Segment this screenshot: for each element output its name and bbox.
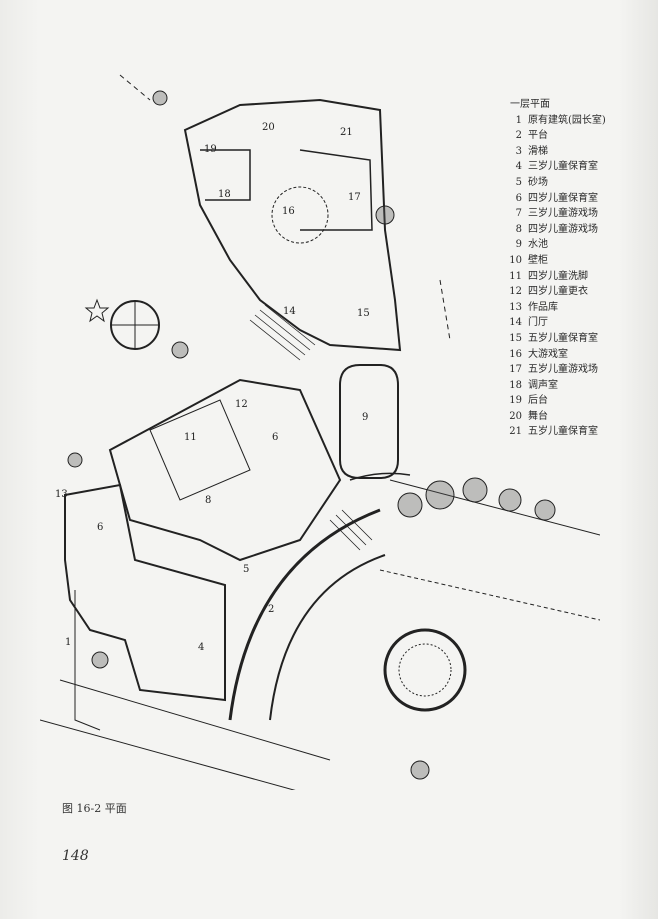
plan-label: 13 xyxy=(55,489,68,500)
legend-number: 6 xyxy=(515,192,522,204)
legend-item: 9 水池 xyxy=(508,237,606,253)
legend-item: 19 后台 xyxy=(508,393,606,409)
legend-number: 9 xyxy=(515,239,522,251)
legend-number: 17 xyxy=(509,364,522,376)
legend-number: 18 xyxy=(509,379,522,391)
legend-item: 4 三岁儿童保育室 xyxy=(508,159,606,175)
legend-label: 舞台 xyxy=(528,410,548,422)
legend-item: 21 五岁儿童保育室 xyxy=(508,424,606,440)
plan-label: 2 xyxy=(268,604,274,615)
curved-platform xyxy=(228,508,381,721)
legend-label: 五岁儿童保育室 xyxy=(528,332,598,344)
legend-label: 四岁儿童洗脚 xyxy=(528,270,588,282)
legend-label: 后台 xyxy=(528,395,548,407)
legend-item: 1 原有建筑(园长室) xyxy=(508,113,606,129)
legend-number: 21 xyxy=(509,426,522,438)
legend-label: 平台 xyxy=(528,130,548,142)
legend-number: 2 xyxy=(515,130,522,142)
legend-label: 壁柜 xyxy=(528,254,548,266)
plan-label: 19 xyxy=(204,144,217,155)
plan-label: 1 xyxy=(65,637,71,648)
plan-label: 18 xyxy=(218,189,231,200)
legend-number: 4 xyxy=(515,161,522,173)
plan-label: 11 xyxy=(184,432,197,443)
legend-item: 17 五岁儿童游戏场 xyxy=(508,362,606,378)
legend-label: 原有建筑(园长室) xyxy=(528,114,606,126)
legend-number: 19 xyxy=(509,395,522,407)
legend-item: 5 砂场 xyxy=(508,175,606,191)
legend-item: 7 三岁儿童游戏场 xyxy=(508,206,606,222)
legend-number: 11 xyxy=(509,270,522,282)
legend-item: 11 四岁儿童洗脚 xyxy=(508,269,606,285)
legend-label: 五岁儿童保育室 xyxy=(528,426,598,438)
lower-wing-outline xyxy=(64,483,226,702)
legend-item: 15 五岁儿童保育室 xyxy=(508,331,606,347)
pool xyxy=(339,364,399,479)
legend-item: 13 作品库 xyxy=(508,300,606,316)
legend-label: 四岁儿童更衣 xyxy=(528,286,588,298)
legend-label: 五岁儿童游戏场 xyxy=(528,364,598,376)
upper-wing-outline xyxy=(183,98,402,352)
legend-item: 8 四岁儿童游戏场 xyxy=(508,222,606,238)
legend-item: 10 壁柜 xyxy=(508,253,606,269)
legend-item: 12 四岁儿童更衣 xyxy=(508,284,606,300)
page-number: 148 xyxy=(62,848,89,864)
legend-item: 3 滑梯 xyxy=(508,144,606,160)
legend-item: 2 平台 xyxy=(508,128,606,144)
figure-caption: 图 16-2 平面 xyxy=(62,802,127,815)
plan-label: 6 xyxy=(97,522,103,533)
legend-number: 13 xyxy=(509,301,522,313)
legend-title: 一层平面 xyxy=(510,99,550,110)
plan-label: 14 xyxy=(283,306,296,317)
legend-number: 8 xyxy=(515,223,522,235)
legend-number: 5 xyxy=(515,176,522,188)
legend-item: 18 调声室 xyxy=(508,378,606,394)
legend-item: 20 舞台 xyxy=(508,409,606,425)
plan-label: 4 xyxy=(198,642,204,653)
legend-number: 20 xyxy=(509,410,522,422)
plan-label: 16 xyxy=(282,206,295,217)
legend-label: 作品库 xyxy=(528,301,558,313)
legend-label: 调声室 xyxy=(528,379,558,391)
legend-item: 6 四岁儿童保育室 xyxy=(508,191,606,207)
legend-label: 滑梯 xyxy=(528,145,548,157)
legend-number: 1 xyxy=(515,114,522,126)
plan-label: 12 xyxy=(235,399,248,410)
middle-wing-outline xyxy=(108,378,342,562)
legend-label: 四岁儿童游戏场 xyxy=(528,223,598,235)
plan-label: 17 xyxy=(348,192,361,203)
plan-legend: 一层平面 1 原有建筑(园长室) 2 平台 3 滑梯 4 三岁儿童保育室 5 砂场 6 四岁儿童保育室… xyxy=(508,97,606,440)
legend-number: 12 xyxy=(509,286,522,298)
site-plan-drawing: 1 2 4 5 6 6 8 9 11 12 13 14 15 16 17 18 … xyxy=(40,74,600,790)
legend-item: 16 大游戏室 xyxy=(508,347,606,363)
plan-label: 9 xyxy=(362,412,368,423)
plan-label: 8 xyxy=(205,495,211,506)
plan-label: 21 xyxy=(340,127,353,138)
legend-label: 三岁儿童保育室 xyxy=(528,161,598,173)
legend-number: 7 xyxy=(515,208,522,220)
legend-label: 砂场 xyxy=(528,176,548,188)
legend-label: 三岁儿童游戏场 xyxy=(528,208,598,220)
legend-number: 15 xyxy=(509,332,522,344)
legend-number: 14 xyxy=(509,317,522,329)
legend-label: 水池 xyxy=(528,239,548,251)
legend-label: 大游戏室 xyxy=(528,348,568,360)
legend-label: 门厅 xyxy=(528,317,548,329)
legend-number: 16 xyxy=(509,348,522,360)
legend-item: 14 门厅 xyxy=(508,315,606,331)
round-planting xyxy=(383,628,467,712)
legend-number: 10 xyxy=(509,254,522,266)
plan-label: 5 xyxy=(243,564,249,575)
plan-label: 15 xyxy=(357,308,370,319)
plan-label: 20 xyxy=(262,122,275,133)
plan-label: 6 xyxy=(272,432,278,443)
legend-label: 四岁儿童保育室 xyxy=(528,192,598,204)
legend-number: 3 xyxy=(515,145,522,157)
